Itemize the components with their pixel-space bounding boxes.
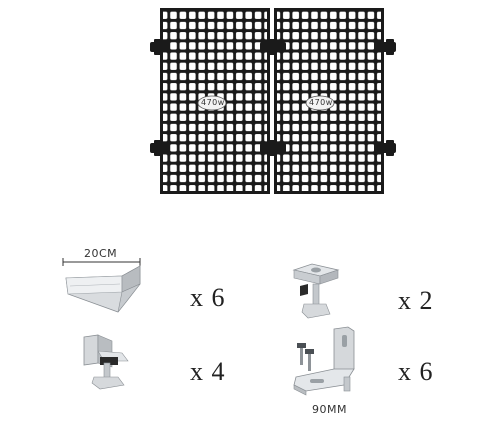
l-bracket-quantity: x 6 [398,357,434,386]
left-wattage-badge [197,95,227,111]
rail-quantity: x 6 [190,283,226,312]
end-clamp-part-image [83,334,129,390]
right-wattage-label: 470w [309,98,333,107]
clamps-bottom [150,140,396,156]
clamps-top [150,39,396,55]
left-wattage-label: 470w [201,98,225,107]
end-clamp-quantity: x 4 [190,357,226,386]
mid-clamp-quantity: x 2 [398,286,434,315]
bolts [297,343,314,371]
l-bracket-part-image [293,326,355,396]
rail-dimension-label: 20CM [84,247,118,260]
right-solar-panel [274,8,384,194]
mid-clamp-part-image [292,263,340,319]
l-bracket-dimension-label: 90MM [312,403,347,416]
solar-panels-illustration [150,8,396,194]
right-wattage-badge [305,95,335,111]
rail-part-image [62,258,141,313]
